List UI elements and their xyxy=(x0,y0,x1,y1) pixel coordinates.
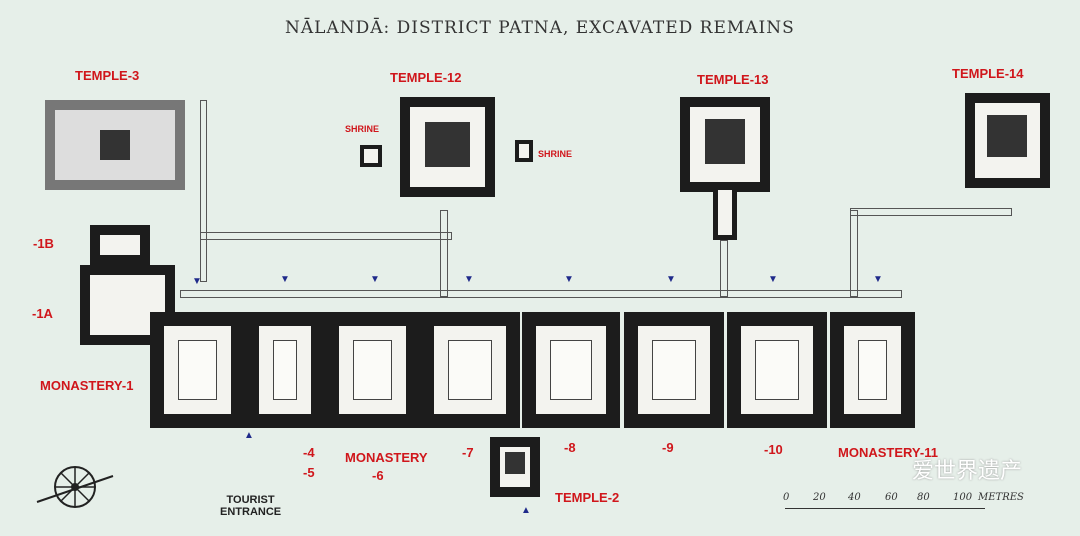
label-tourist-entrance: TOURIST ENTRANCE xyxy=(220,494,281,518)
label-monastery-7: -7 xyxy=(462,445,474,460)
label-temple-12: TEMPLE-12 xyxy=(390,70,462,85)
walkway xyxy=(180,290,902,298)
label-temple-13: TEMPLE-13 xyxy=(697,72,769,87)
monastery-9-structure xyxy=(624,312,724,428)
scale-bar xyxy=(785,508,985,509)
walkway xyxy=(200,100,207,282)
temple-3-structure xyxy=(45,100,185,190)
label-shrine: SHRINE xyxy=(538,149,573,159)
temple-14-structure xyxy=(965,93,1050,188)
walkway xyxy=(440,210,448,297)
label-monastery-4: -4 xyxy=(303,445,315,460)
entrance-arrow-icon: ▼ xyxy=(464,274,474,285)
label-monastery-1: MONASTERY-1 xyxy=(40,378,134,393)
label-monastery-6: MONASTERY xyxy=(345,450,428,465)
scale-tick: 40 xyxy=(848,492,861,503)
scale-unit: METRES xyxy=(978,492,1024,503)
label-temple-2: TEMPLE-2 xyxy=(555,490,620,505)
walkway xyxy=(850,210,858,297)
label-monastery-1a: -1A xyxy=(32,306,53,321)
scale-tick: 80 xyxy=(917,492,930,503)
entrance-arrow-icon: ▲ xyxy=(521,505,531,516)
label-entrance: ENTRANCE xyxy=(220,506,282,518)
entrance-arrow-icon: ▼ xyxy=(768,274,778,285)
temple-2-structure xyxy=(490,437,540,497)
entrance-arrow-icon: ▼ xyxy=(280,274,290,285)
label-monastery-5: -5 xyxy=(303,465,315,480)
label-tourist: TOURIST xyxy=(226,494,275,506)
entrance-arrow-icon: ▼ xyxy=(192,276,202,287)
monastery-1b-structure xyxy=(90,225,150,265)
monastery-11-structure xyxy=(830,312,915,428)
walkway xyxy=(850,208,1012,216)
label-monastery-11: MONASTERY-11 xyxy=(838,445,938,460)
compass-wheel-icon xyxy=(36,466,114,508)
watermark: 爱世界遗产 xyxy=(912,458,1023,483)
scale-tick: 100 xyxy=(953,492,973,503)
scale-tick: 0 xyxy=(783,492,790,503)
label-monastery-1b: -1B xyxy=(33,236,54,251)
shrine-structure xyxy=(515,140,533,162)
entrance-arrow-icon: ▼ xyxy=(564,274,574,285)
walkway xyxy=(720,240,728,297)
label-monastery-8: -8 xyxy=(564,440,576,455)
temple-13-stair xyxy=(713,190,737,240)
monastery-1a-structure xyxy=(80,265,175,345)
monastery-10-structure xyxy=(727,312,827,428)
label-monastery-6-number: -6 xyxy=(372,468,384,483)
monastery-4-structure xyxy=(245,312,325,428)
monastery-7-structure xyxy=(420,312,520,428)
label-temple-14: TEMPLE-14 xyxy=(952,66,1024,81)
entrance-arrow-icon: ▼ xyxy=(873,274,883,285)
scale-tick: 60 xyxy=(885,492,898,503)
monastery-1-structure xyxy=(150,312,245,428)
monastery-6-structure xyxy=(325,312,420,428)
walkway xyxy=(200,232,452,240)
temple-12-structure xyxy=(400,97,495,197)
scale-tick: 20 xyxy=(813,492,826,503)
label-monastery-10: -10 xyxy=(764,442,783,457)
label-monastery-9: -9 xyxy=(662,440,674,455)
label-temple-3: TEMPLE-3 xyxy=(75,68,140,83)
entrance-arrow-icon: ▼ xyxy=(370,274,380,285)
shrine-structure xyxy=(360,145,382,167)
temple-13-structure xyxy=(680,97,770,192)
monastery-8-structure xyxy=(522,312,620,428)
map-title: NĀLANDĀ: DISTRICT PATNA, EXCAVATED REMAI… xyxy=(285,18,795,38)
entrance-arrow-icon: ▲ xyxy=(244,430,254,441)
entrance-arrow-icon: ▼ xyxy=(666,274,676,285)
label-shrine: SHRINE xyxy=(345,124,380,134)
